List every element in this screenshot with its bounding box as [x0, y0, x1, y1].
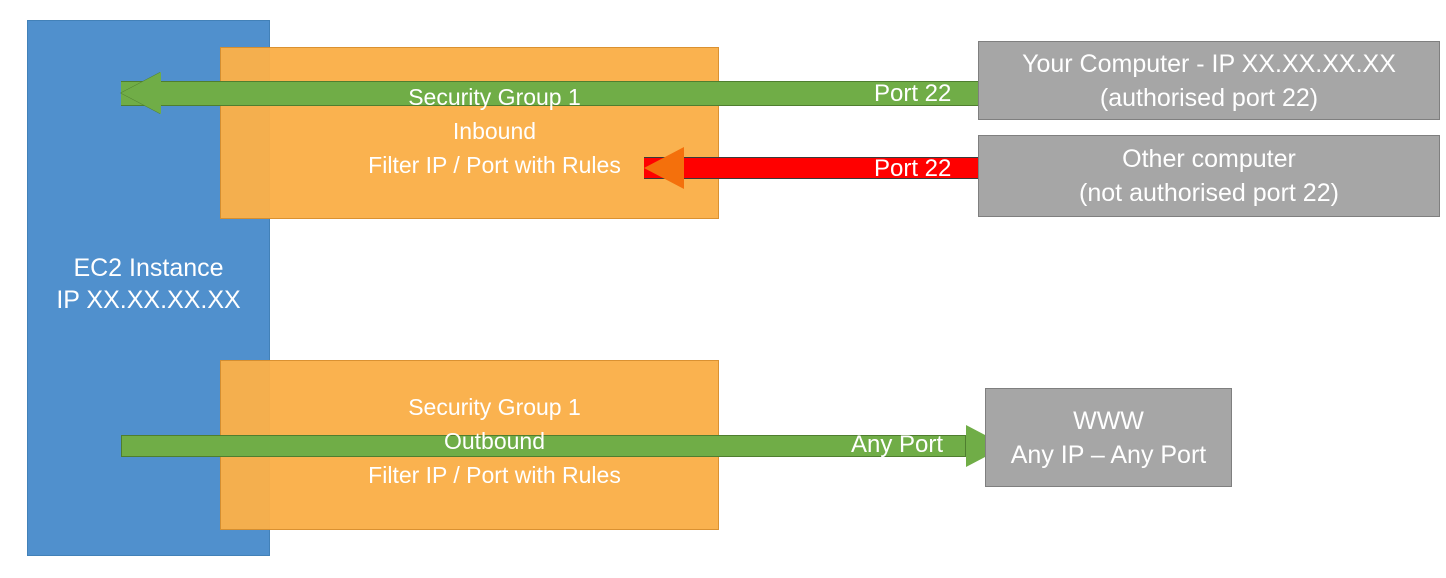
- endpoint-your-computer-line2: (authorised port 22): [1099, 83, 1319, 112]
- port-label-inbound-allowed: Port 22: [874, 80, 952, 107]
- ec2-instance-label: EC2 Instance IP XX.XX.XX.XX: [27, 252, 270, 316]
- port-label-outbound-allowed: Any Port: [851, 431, 944, 458]
- endpoint-www-box: WWW Any IP – Any Port: [985, 388, 1232, 487]
- port-label-inbound-blocked: Port 22: [874, 155, 952, 182]
- inbound-allowed-arrow-shaft: [121, 81, 978, 106]
- inbound-blocked-arrow-shaft: [644, 157, 978, 179]
- outbound-allowed-arrow-shaft: [121, 435, 966, 457]
- endpoint-other-computer-line1: Other computer: [1122, 145, 1296, 173]
- ec2-instance-ip: IP XX.XX.XX.XX: [56, 286, 241, 314]
- ec2-instance-name: EC2 Instance: [73, 254, 224, 282]
- inbound-blocked-arrow-head-icon: [644, 147, 684, 189]
- inbound-allowed-arrow-head-icon: [121, 72, 161, 114]
- endpoint-www-line1: WWW: [1073, 406, 1144, 435]
- endpoint-your-computer-box: Your Computer - IP XX.XX.XX.XX (authoris…: [978, 41, 1440, 120]
- security-group-inbound-box: [220, 47, 719, 219]
- endpoint-other-computer-line2: (not authorised port 22): [1079, 179, 1339, 207]
- endpoint-your-computer-line1: Your Computer - IP XX.XX.XX.XX: [1022, 49, 1396, 78]
- endpoint-other-computer-box: Other computer (not authorised port 22): [978, 135, 1440, 217]
- endpoint-www-line2: Any IP – Any Port: [1010, 440, 1207, 469]
